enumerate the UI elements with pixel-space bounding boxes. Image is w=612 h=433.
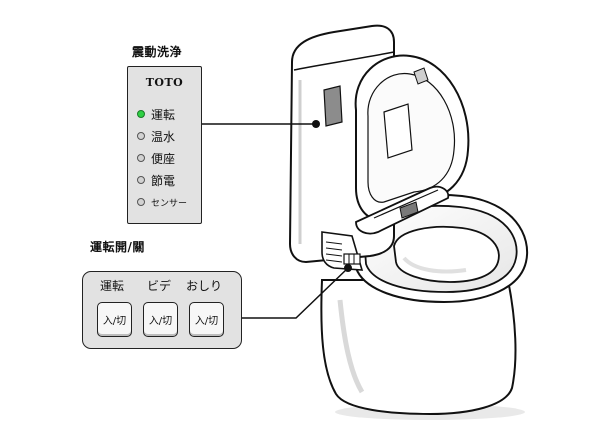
- indicator-label-warm-water: 温水: [151, 129, 176, 144]
- button-label-power: 運転: [100, 279, 125, 293]
- indicator-callout-dot: [312, 120, 320, 128]
- side-control-buttons: [343, 253, 361, 265]
- indicator-row-warm-water: 温水: [137, 127, 175, 145]
- tank-side-strip: [323, 85, 343, 127]
- power-saving-indicator-light: [137, 176, 145, 184]
- pedestal-shading: [337, 299, 365, 394]
- brand-logo: TOTO: [145, 76, 184, 89]
- indicator-panel: TOTO 運転 温水 便座 節電 センサー: [127, 66, 202, 224]
- rear-wash-toggle-button[interactable]: 入/切: [189, 302, 224, 337]
- side-control-vents: [325, 241, 343, 263]
- bidet-toggle-button[interactable]: 入/切: [143, 302, 178, 337]
- buttons-callout-dot: [344, 264, 352, 272]
- button-label-rear-wash: おしり: [186, 279, 223, 293]
- button-panel-title: 運転開/關: [90, 240, 145, 254]
- bowl-opening: [393, 225, 500, 283]
- bowl-inner-shade: [402, 256, 467, 274]
- sensor-indicator-light: [137, 198, 145, 206]
- indicator-label-power-saving: 節電: [151, 173, 176, 188]
- indicator-panel-title: 震動洗浄: [132, 45, 183, 59]
- button-panel: 運転 ビデ おしり 入/切 入/切 入/切: [82, 271, 242, 349]
- indicator-row-power-saving: 節電: [137, 171, 175, 189]
- warm-water-indicator-light: [137, 132, 145, 140]
- indicator-label-seat: 便座: [151, 151, 176, 166]
- indicator-label-power: 運転: [151, 107, 176, 122]
- buttons-callout-line: [242, 267, 349, 319]
- lid-clip: [413, 67, 429, 85]
- lid-window: [383, 103, 413, 159]
- indicator-row-seat: 便座: [137, 149, 175, 167]
- side-control-button-dividers: [348, 254, 355, 264]
- button-label-bidet: ビデ: [147, 279, 172, 293]
- indicator-row-sensor: センサー: [137, 193, 187, 211]
- tank-lid-edge: [293, 51, 395, 71]
- indicator-label-sensor: センサー: [151, 198, 188, 209]
- nozzle-cover: [399, 201, 419, 219]
- power-toggle-button[interactable]: 入/切: [97, 302, 132, 337]
- indicator-row-power: 運転: [137, 105, 175, 123]
- toilet-pedestal: [320, 279, 517, 416]
- seat-indicator-light: [137, 154, 145, 162]
- power-indicator-light: [137, 110, 145, 118]
- hinge-strip: [373, 189, 439, 219]
